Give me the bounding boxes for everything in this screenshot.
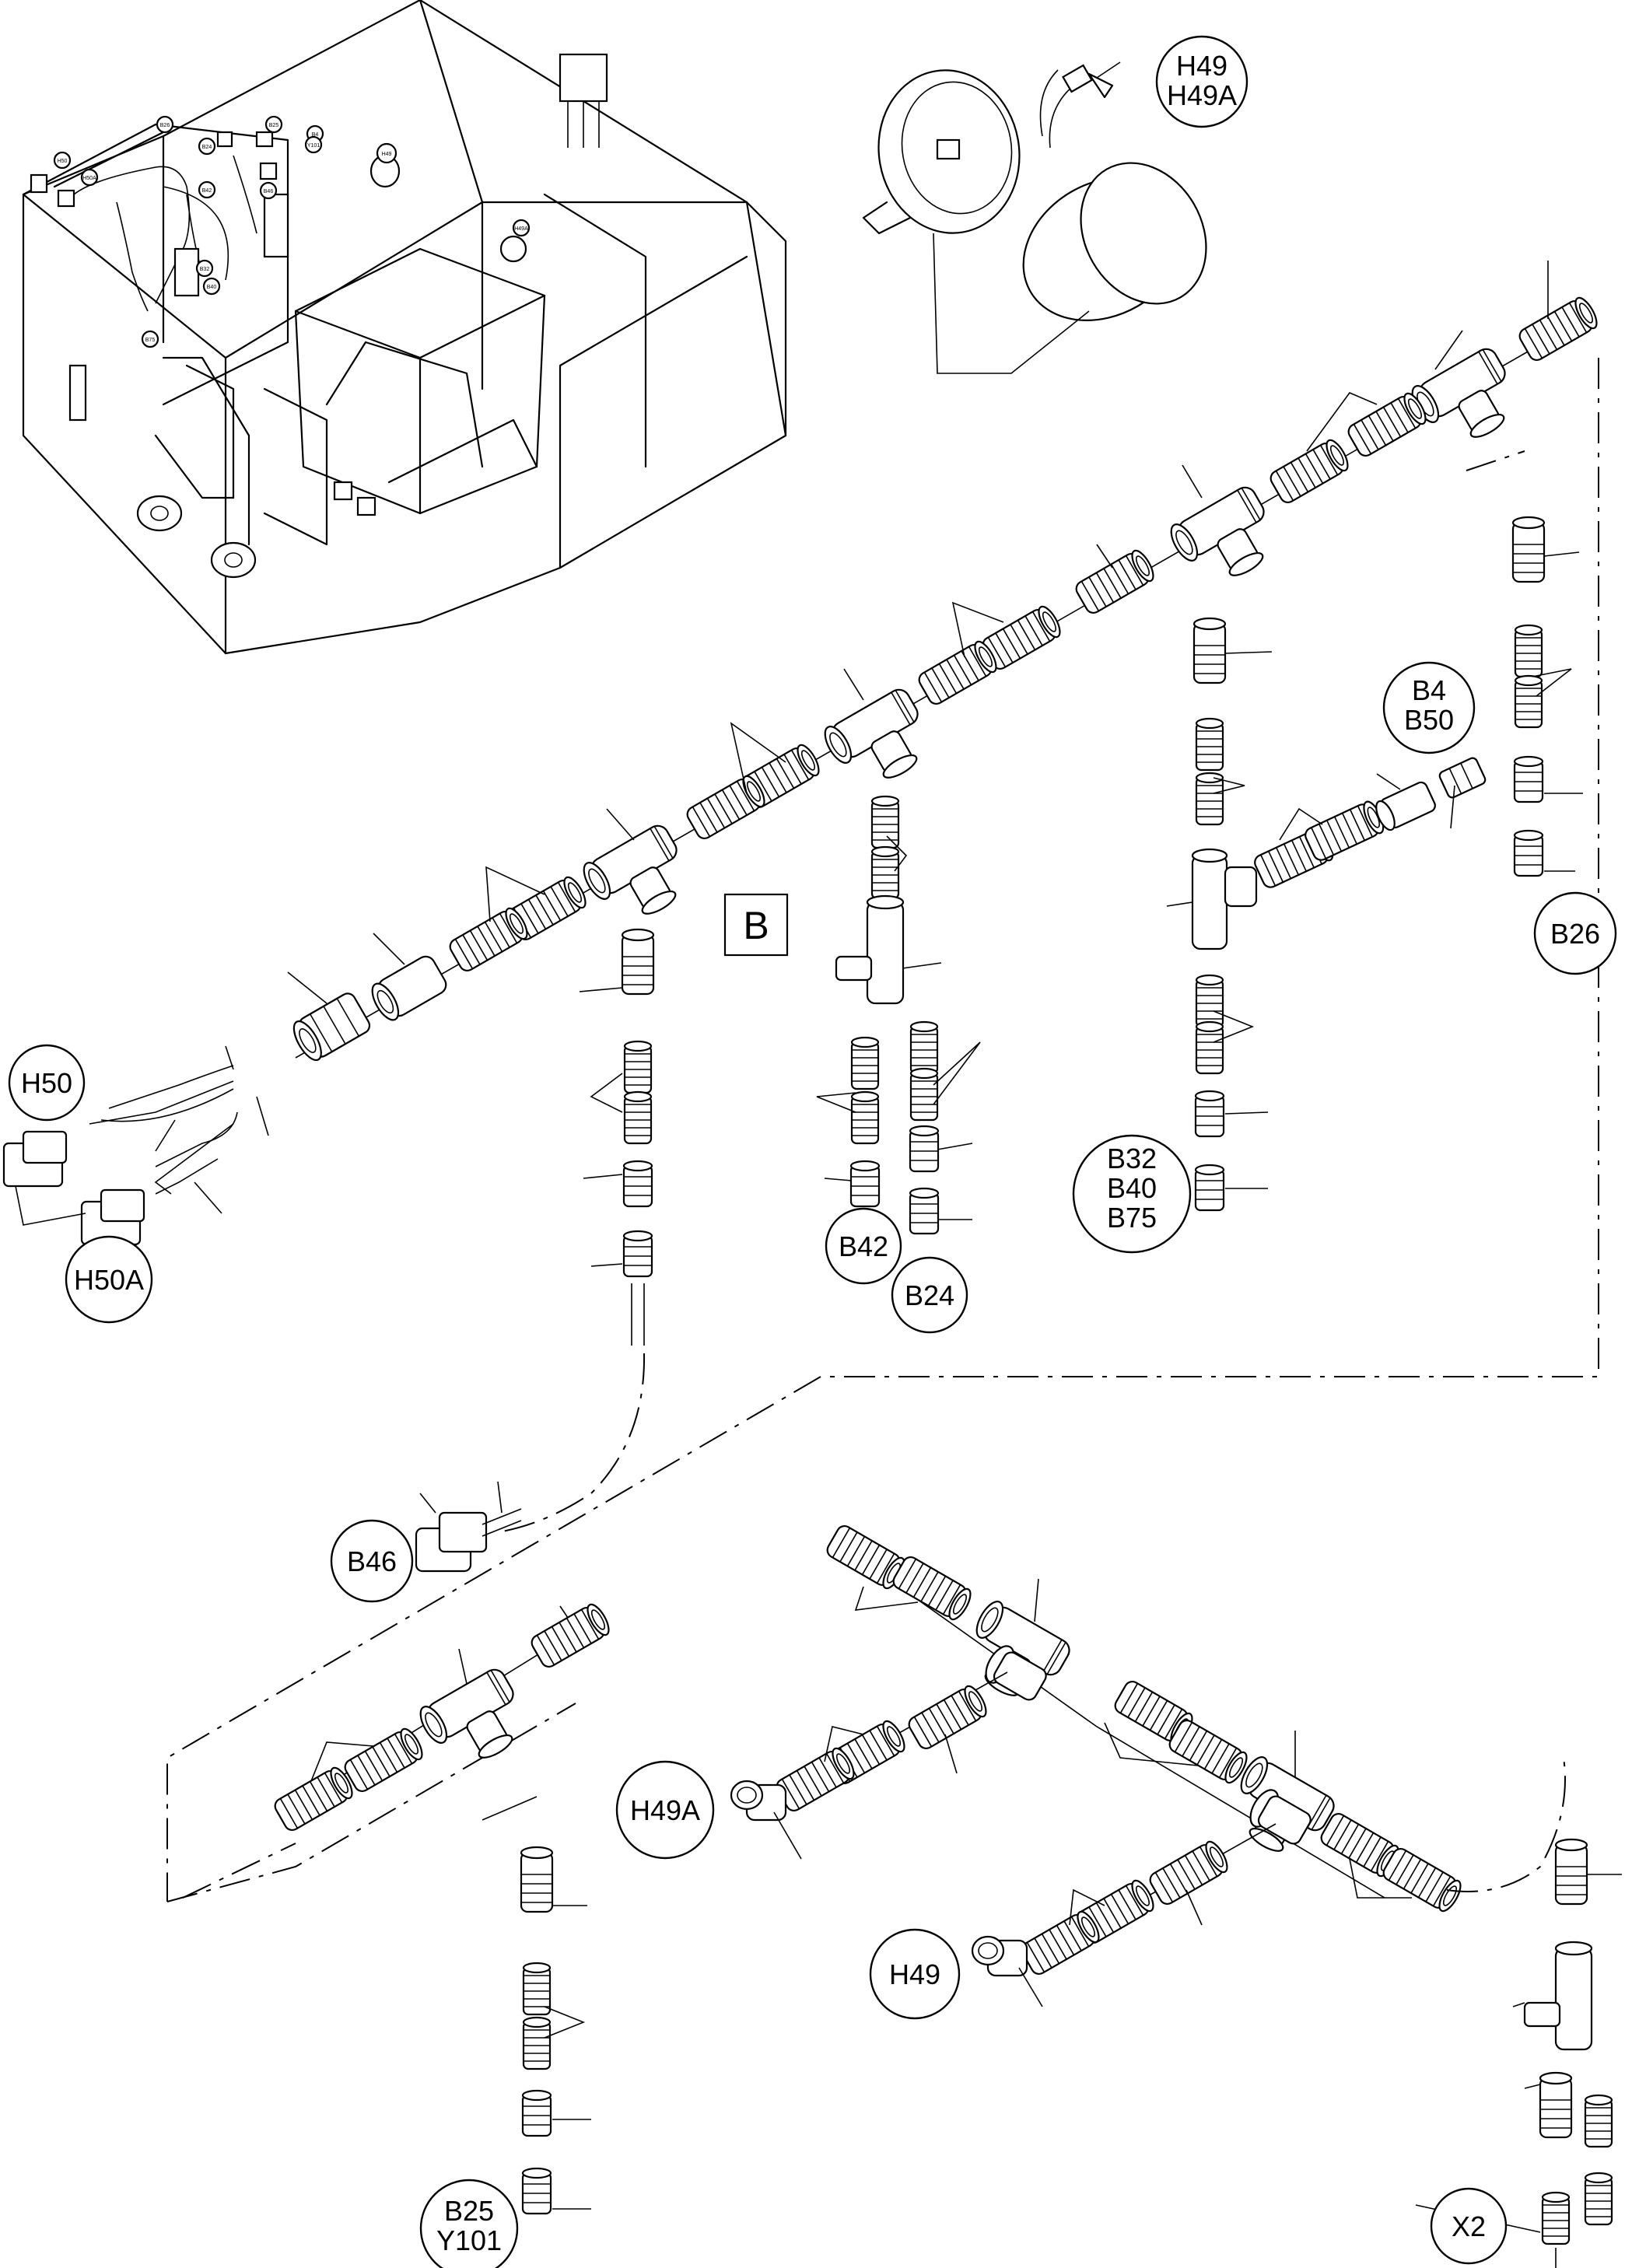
svg-text:B46: B46 (264, 189, 274, 194)
svg-text:B42: B42 (839, 1230, 888, 1262)
lower-harness (166, 1522, 1622, 2268)
svg-text:H49A: H49A (1167, 79, 1237, 111)
svg-text:H50A: H50A (82, 176, 96, 181)
svg-text:H49A: H49A (630, 1794, 700, 1826)
upper-harness: B (2, 261, 1602, 1902)
drop-b46 (497, 928, 655, 1533)
svg-text:B75: B75 (145, 338, 156, 343)
svg-text:B40: B40 (1107, 1172, 1157, 1204)
svg-text:B75: B75 (1107, 1202, 1157, 1234)
svg-text:B25: B25 (444, 2195, 494, 2227)
svg-text:H49A: H49A (514, 226, 528, 232)
h50-connectors (2, 1045, 269, 1246)
svg-text:H50: H50 (21, 1067, 72, 1099)
callout-h50a: H50A (65, 1235, 153, 1324)
drop-b42-b24 (816, 795, 981, 1235)
callout-h49-h49a: H49 H49A (1155, 35, 1249, 128)
svg-text:B40: B40 (207, 285, 217, 290)
svg-text:B25: B25 (269, 123, 279, 128)
callout-b25-y101: B25 Y101 (419, 2179, 519, 2268)
svg-text:H50: H50 (58, 159, 68, 164)
svg-text:B46: B46 (347, 1545, 397, 1577)
horn-assembly (862, 61, 1207, 374)
callout-b26: B26 (1533, 891, 1617, 975)
drop-b32-b40-b75 (1166, 617, 1487, 1212)
section-marker (723, 893, 789, 957)
overview-tags: H50 H50A B26 B24 B42 B46 B32 B40 B75 B4 … (53, 115, 531, 348)
svg-text:B24: B24 (905, 1279, 954, 1311)
svg-text:H49: H49 (382, 152, 392, 157)
callout-b4-b50: B4 B50 (1382, 661, 1476, 754)
svg-text:X2: X2 (1452, 2210, 1486, 2242)
svg-text:B24: B24 (202, 145, 212, 150)
svg-text:B32: B32 (200, 267, 210, 272)
section-label: B (743, 904, 769, 947)
callout-b32-b40-b75: B32 B40 B75 (1072, 1134, 1192, 1254)
svg-text:Y101: Y101 (436, 2224, 502, 2256)
svg-text:B4: B4 (1412, 674, 1446, 706)
callout-x2: X2 (1430, 2187, 1508, 2265)
svg-text:B26: B26 (160, 123, 170, 128)
drop-b25-y101 (520, 1846, 591, 2215)
drop-b26 (1511, 516, 1583, 877)
callout-h49: H49 (869, 1928, 961, 2020)
b46-connector (415, 1481, 522, 1573)
callout-b42: B42 (825, 1207, 902, 1285)
callout-b46: B46 (330, 1519, 414, 1603)
callout-b24: B24 (891, 1256, 968, 1334)
machine-overview: H50 H50A B26 B24 B42 B46 B32 B40 B75 B4 … (22, 0, 787, 655)
svg-text:H50A: H50A (74, 1264, 144, 1296)
svg-text:H49: H49 (889, 1958, 940, 1990)
svg-text:B26: B26 (1550, 918, 1600, 950)
callout-h49a: H49A (615, 1760, 715, 1860)
svg-text:B42: B42 (202, 188, 212, 194)
callout-h50: H50 (8, 1044, 86, 1122)
svg-text:Y101: Y101 (307, 143, 320, 149)
drop-x2 (1415, 1838, 1622, 2268)
svg-text:B32: B32 (1107, 1143, 1157, 1174)
svg-text:B50: B50 (1404, 704, 1454, 736)
svg-text:B4: B4 (312, 132, 319, 138)
svg-text:H49: H49 (1176, 50, 1227, 82)
